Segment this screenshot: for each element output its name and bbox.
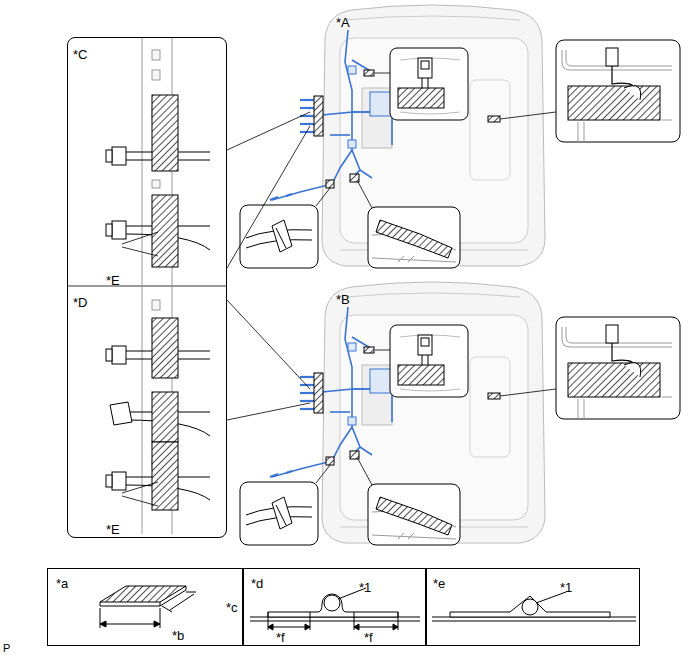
callout-label: *1 [560,581,572,594]
callout-label: *b [172,629,184,642]
figure-code: P [3,643,10,654]
view-label: *A [336,16,350,29]
legend-box: *d *1 *f *f [243,568,426,646]
callout-label: *D [73,296,87,309]
callout-label: *C [73,48,87,61]
callout-label: *f [276,631,285,644]
callout-label: *e [433,577,445,590]
callout-label: *d [251,577,263,590]
callout-label: *f [364,631,373,644]
callout-label: *1 [359,581,371,594]
legend-box: *e *1 [426,568,640,646]
callout-label: *E [106,523,120,536]
callout-label: *a [56,577,68,590]
detail-panel: *C *E *D *E [67,37,227,538]
callout-label: *c [226,601,238,614]
callout-label: *E [106,274,120,287]
legend-box: *a *b *c [47,568,243,646]
view-label: *B [336,293,350,306]
